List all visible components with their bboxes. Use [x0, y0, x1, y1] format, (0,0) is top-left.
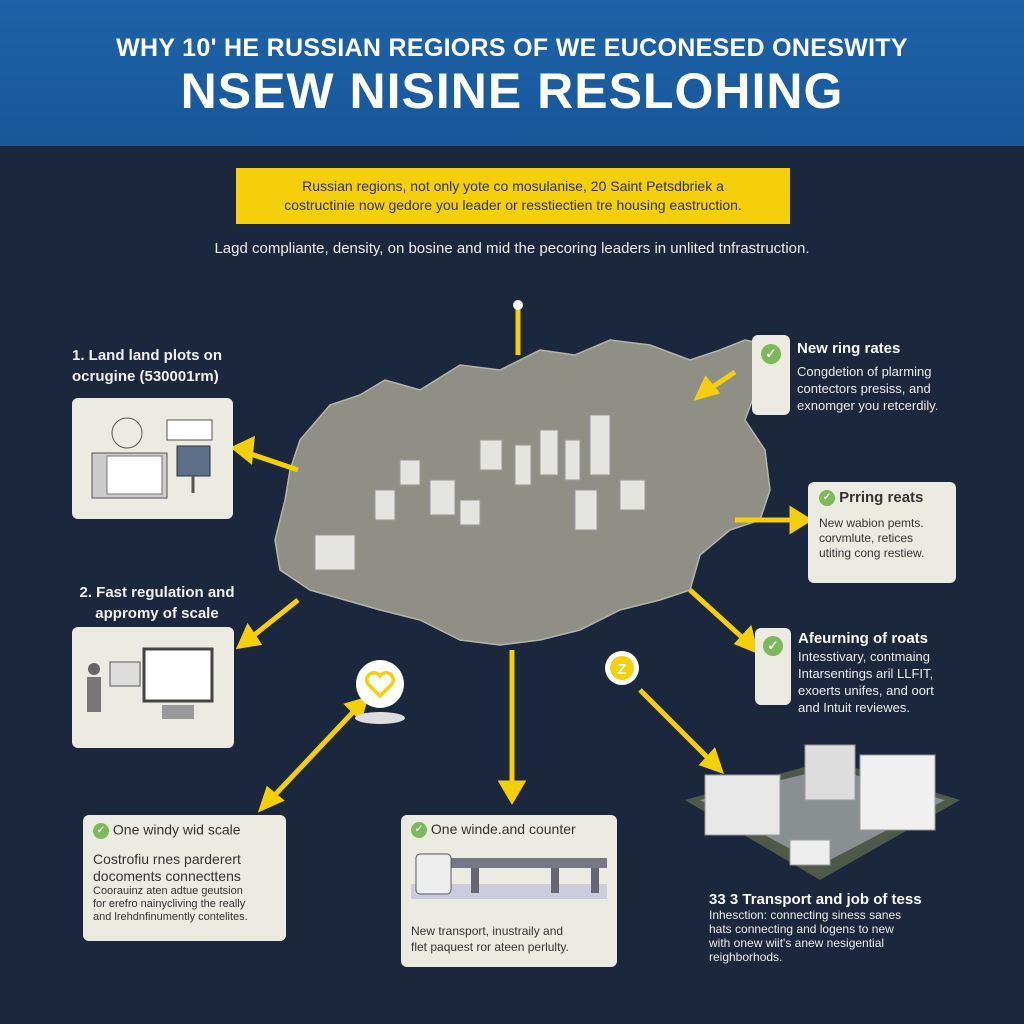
z-label: Z [617, 661, 626, 678]
bottom-card-1: ✓ One windy wid scale Costrofiu rnes par… [83, 815, 286, 941]
intro-line2: costructinie now gedore you leader or re… [284, 197, 742, 213]
z-marker: Z [605, 651, 639, 685]
heart-marker [355, 660, 405, 724]
header-title-line2: NSEW NISINE RESLOHING [180, 63, 844, 119]
office-worker-illustration [87, 647, 214, 719]
header-banner: WHY 10' HE RUSSIAN REGIORS OF WE EUCONES… [0, 0, 1024, 146]
check-icon: ✓ [819, 490, 835, 507]
check-icon: ✓ [411, 822, 427, 839]
header-title-line1: WHY 10' HE RUSSIAN REGIORS OF WE EUCONES… [116, 34, 908, 62]
office-illustration-card [72, 627, 234, 748]
check-card-3: ✓ [755, 628, 791, 705]
intro-banner: Russian regions, not only yote co mosula… [236, 168, 790, 224]
heart-icon [365, 671, 395, 699]
bottom-card-2: ✓ One winde.and counter New transport, i… [401, 815, 617, 967]
check-icon: ✓ [763, 636, 783, 656]
check-icon: ✓ [761, 344, 781, 364]
check-icon: ✓ [93, 823, 109, 839]
computer-illustration-card [72, 398, 233, 519]
computer-illustration [91, 417, 213, 499]
bus-bridge-illustration [411, 853, 607, 900]
city-buildings [314, 414, 646, 571]
subtitle: Lagd compliante, density, on bosine and … [214, 240, 810, 257]
transport-city-illustration [685, 744, 960, 880]
intro-line1: Russian regions, not only yote co mosula… [302, 178, 724, 194]
check-card-1: ✓ [752, 335, 790, 415]
right-item-2: ✓ Prring reats New wabion pemts.corvmlut… [808, 482, 956, 583]
russia-map [274, 339, 771, 646]
connector-arrows [230, 300, 813, 813]
